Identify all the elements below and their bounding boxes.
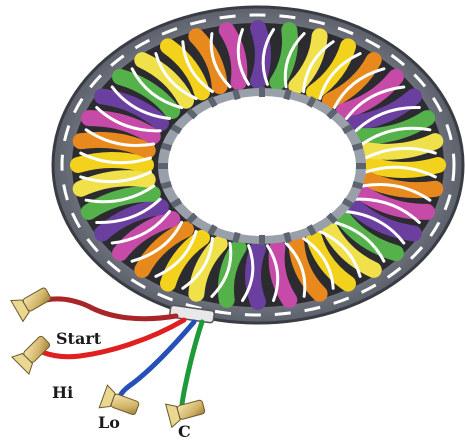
inner-bore xyxy=(168,96,356,236)
stator-tooth xyxy=(158,163,168,169)
hi-label: Hi xyxy=(52,383,73,402)
stator xyxy=(53,7,463,323)
lo-label: Lo xyxy=(98,413,120,432)
c-label: C xyxy=(178,422,191,441)
stator-tooth xyxy=(356,163,366,169)
start-label: Start xyxy=(56,329,102,348)
stator-tooth xyxy=(259,235,265,245)
stator-tooth xyxy=(259,87,265,97)
